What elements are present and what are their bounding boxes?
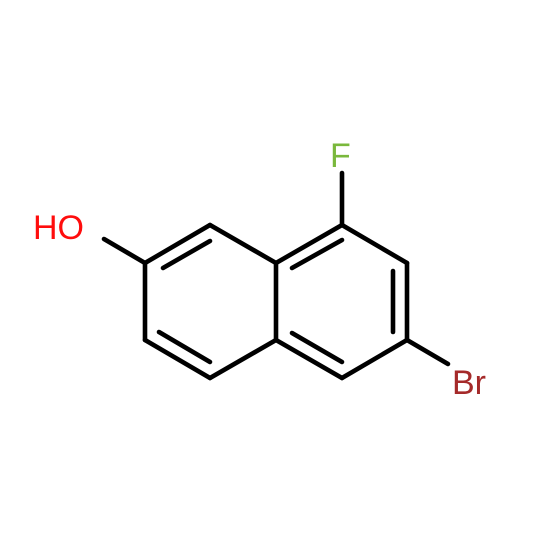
bond-c8a-c8-inner — [289, 237, 345, 271]
bond-c5r-c4a-inner — [289, 330, 345, 365]
bond-c5-c6-inner — [156, 329, 213, 365]
bond-c2-c1 — [142, 222, 213, 266]
hydroxyl-label: HO — [33, 209, 84, 247]
bond-c8-c7 — [339, 222, 410, 266]
bond-c2-c1-inner — [160, 238, 213, 271]
bond-c5r-c4a — [273, 337, 345, 381]
bond-c8a-c8 — [273, 222, 345, 266]
bond-c2-oh — [101, 236, 148, 266]
bond-c1-c8a — [207, 222, 279, 266]
bond-c4a-c5 — [207, 337, 279, 381]
bond-c6r-br — [404, 337, 451, 367]
bond-c6r-c5r — [339, 337, 410, 381]
bond-c5-c6 — [142, 337, 213, 381]
bromine-label: Br — [452, 364, 486, 402]
fluorine-label: F — [330, 137, 351, 175]
